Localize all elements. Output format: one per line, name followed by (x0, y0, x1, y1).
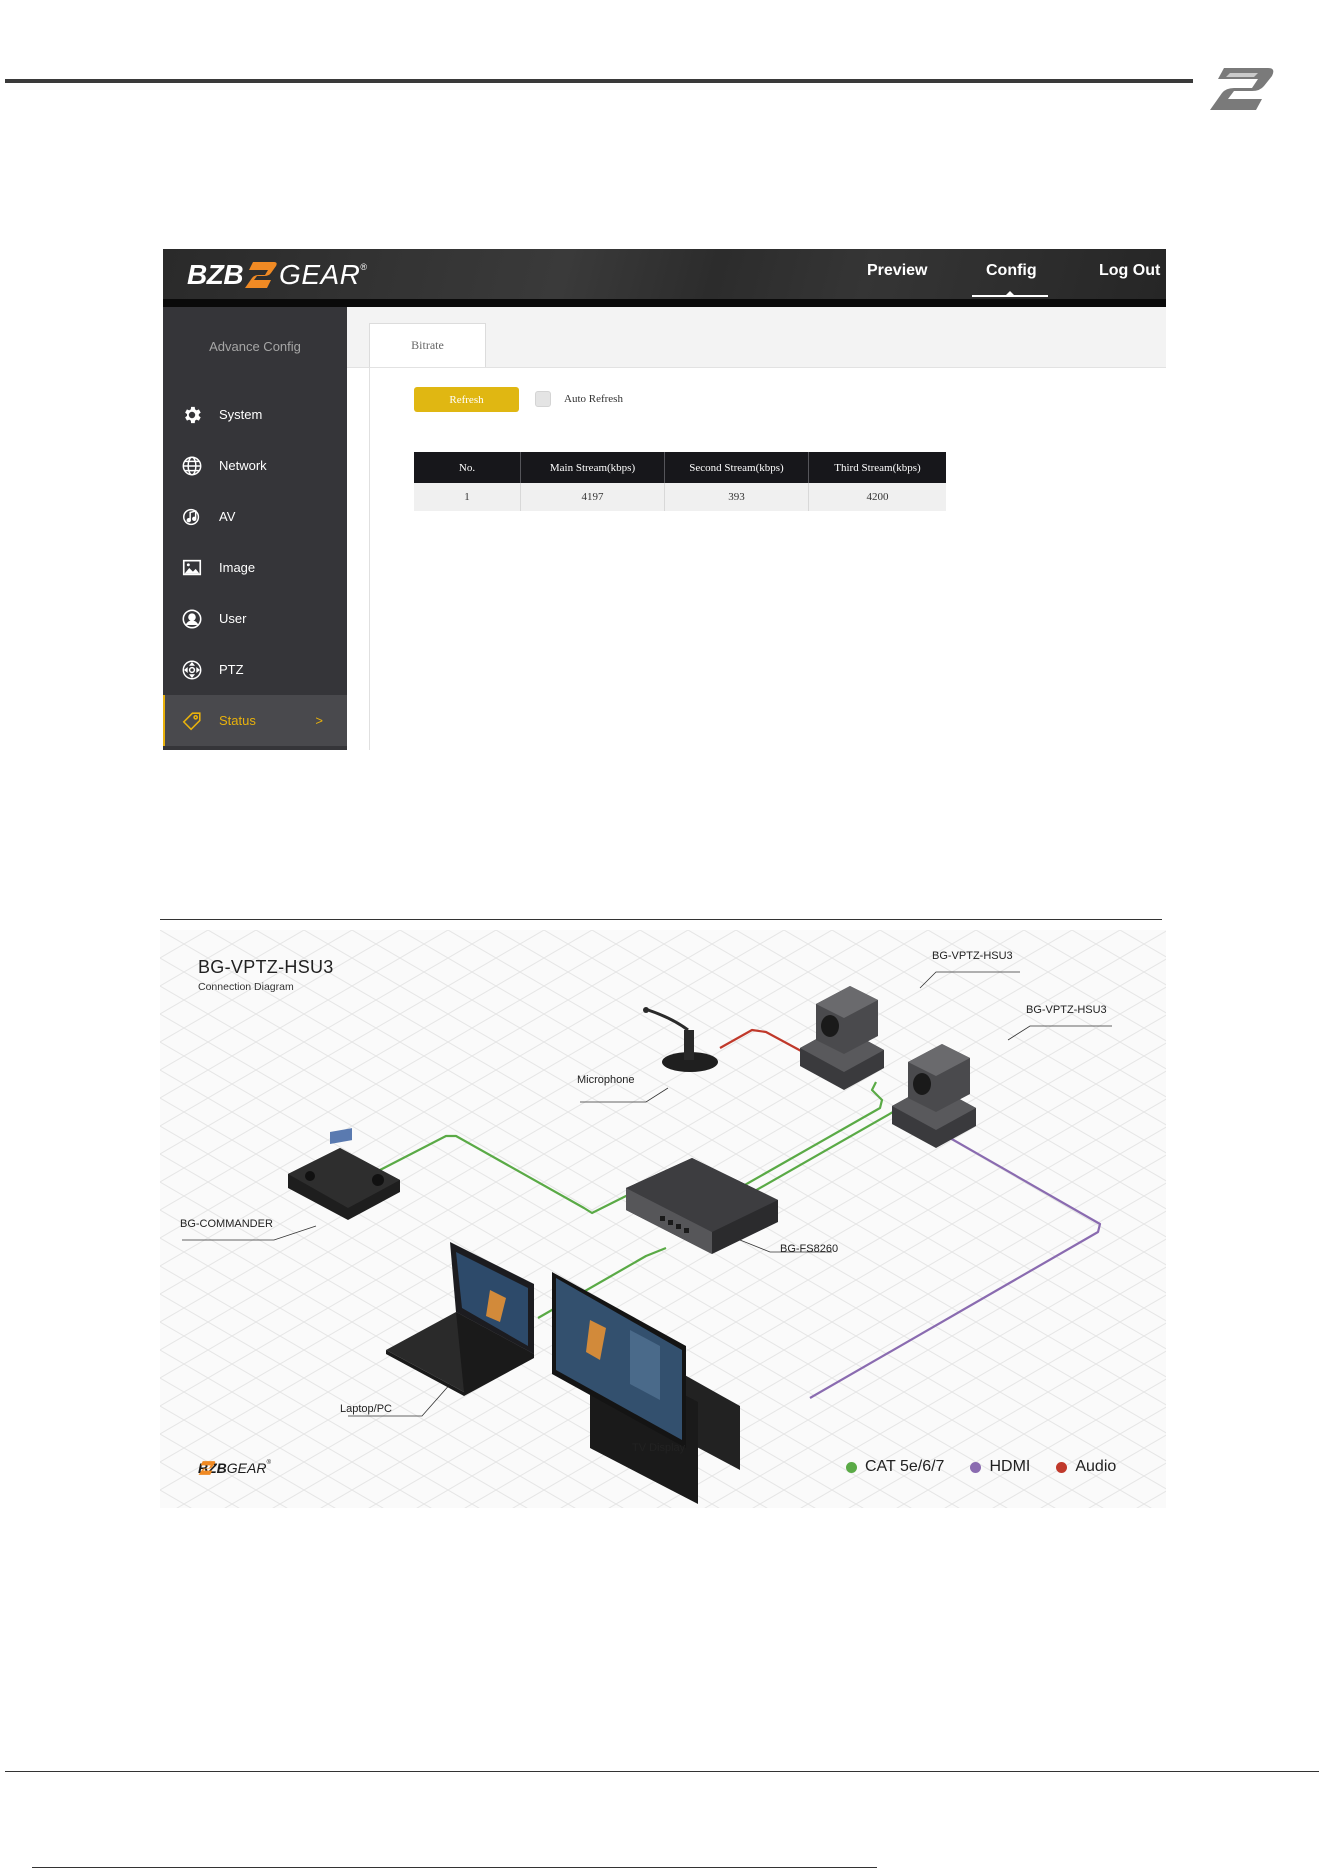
label-laptop: Laptop/PC (340, 1403, 392, 1415)
sidebar-item-label: User (219, 611, 247, 626)
diagram-title: BG-VPTZ-HSU3 (198, 957, 334, 977)
column-header: Second Stream(kbps) (664, 452, 809, 483)
brand-2-glyph-icon (245, 262, 277, 288)
brand-registered: ® (360, 262, 368, 272)
auto-refresh-checkbox[interactable] (535, 391, 551, 407)
sidebar-item-network[interactable]: Network (163, 440, 347, 491)
diagram-illustration (160, 930, 1166, 1508)
brand-mark-logo (1210, 68, 1274, 110)
ptz-icon (179, 657, 205, 683)
sidebar-item-ptz[interactable]: PTZ (163, 644, 347, 695)
column-header: Main Stream(kbps) (520, 452, 665, 483)
bottom-rule (5, 1771, 1319, 1772)
legend-dot-icon (970, 1461, 982, 1473)
network-switch-device (626, 1158, 778, 1254)
sidebar-item-av[interactable]: AV (163, 491, 347, 542)
auto-refresh-label: Auto Refresh (564, 393, 623, 405)
diagram-brand-logo: BZB GEAR ® (198, 1460, 271, 1476)
legend-item-hdmi: HDMI (970, 1458, 1030, 1476)
connection-diagram: BG-VPTZ-HSU3 Connection Diagram BG-VPTZ-… (160, 930, 1166, 1508)
ptz-camera-1-device (800, 986, 884, 1090)
content-divider (369, 367, 370, 750)
gear-icon (179, 402, 205, 428)
cat-cable-commander (379, 1134, 639, 1215)
diagram-subtitle: Connection Diagram (198, 981, 294, 993)
legend-dot-icon (1056, 1461, 1068, 1473)
sidebar-item-label: PTZ (219, 662, 244, 677)
cat-cable-camera1 (735, 1081, 884, 1191)
brand-logo: BZB GEAR ® (187, 258, 367, 292)
sidebar-item-label: Image (219, 560, 256, 575)
app-header (163, 249, 1166, 299)
ptz-camera-2-device (892, 1044, 976, 1148)
sidebar-item-label: Status (219, 713, 256, 728)
table-cell: 4200 (808, 483, 946, 511)
label-camera-2: BG-VPTZ-HSU3 (1026, 1004, 1107, 1016)
tv-display-device (552, 1272, 740, 1504)
leader-line (348, 1381, 453, 1417)
label-commander: BG-COMMANDER (180, 1218, 273, 1230)
label-camera-1: BG-VPTZ-HSU3 (932, 950, 1013, 962)
diagram-top-rule (160, 919, 1162, 920)
label-switch: BG-FS8260 (780, 1243, 839, 1255)
sidebar-item-label: System (219, 407, 263, 422)
legend-dot-icon (846, 1461, 857, 1473)
column-header: Third Stream(kbps) (808, 452, 946, 483)
leader-line (580, 1087, 669, 1103)
table-header-row: No. Main Stream(kbps) Second Stream(kbps… (414, 452, 946, 483)
refresh-button[interactable]: Refresh (414, 387, 519, 412)
brand-2-glyph-icon (198, 1461, 216, 1475)
user-icon (179, 606, 205, 632)
web-ui-screenshot: BZB GEAR ® Preview Config Log Out Advanc… (163, 249, 1166, 750)
label-microphone: Microphone (577, 1074, 635, 1086)
legend-label: HDMI (989, 1458, 1031, 1475)
sidebar-item-image[interactable]: Image (163, 542, 347, 593)
table-cell: 4197 (520, 483, 665, 511)
nav-active-caret-icon (1005, 291, 1015, 296)
diagram-legend: CAT 5e/6/7 HDMI Audio (846, 1458, 1142, 1476)
sidebar-item-label: Network (219, 458, 267, 473)
nav-active-underline (972, 295, 1048, 297)
sidebar: Advance Config System Network AV Image (163, 307, 347, 750)
commander-keyboard-device (288, 1128, 400, 1220)
image-icon (179, 555, 205, 581)
laptop-device (386, 1242, 534, 1396)
footer-rule (32, 1867, 877, 1868)
legend-label: CAT 5e/6/7 (865, 1458, 945, 1475)
table-row: 1 4197 393 4200 (414, 483, 946, 511)
leader-line (182, 1225, 317, 1241)
nav-preview[interactable]: Preview (867, 262, 928, 279)
leader-line (739, 1239, 832, 1253)
sidebar-item-label: AV (219, 509, 236, 524)
brand-prefix: BZB (187, 259, 244, 290)
brand-registered: ® (266, 1460, 271, 1466)
globe-icon (179, 453, 205, 479)
microphone-device (643, 1007, 718, 1072)
legend-item-audio: Audio (1056, 1458, 1116, 1476)
bitrate-table: No. Main Stream(kbps) Second Stream(kbps… (414, 452, 946, 511)
sidebar-section-title: Advance Config (209, 339, 301, 354)
table-cell: 1 (414, 483, 521, 511)
table-cell: 393 (664, 483, 809, 511)
header-bottom-bar (163, 299, 1166, 307)
av-icon (179, 504, 205, 530)
legend-item-cat: CAT 5e/6/7 (846, 1458, 944, 1476)
sidebar-item-system[interactable]: System (163, 389, 347, 440)
leader-line (1007, 1025, 1112, 1041)
column-header: No. (414, 452, 521, 483)
sidebar-item-user[interactable]: User (163, 593, 347, 644)
legend-label: Audio (1075, 1458, 1117, 1475)
nav-config[interactable]: Config (986, 262, 1037, 279)
brand-suffix: GEAR (279, 259, 361, 290)
tab-bitrate[interactable]: Bitrate (369, 323, 486, 367)
chevron-right-icon: > (315, 713, 323, 728)
label-tv-display: TV Display (632, 1442, 686, 1454)
brand-suffix: GEAR (226, 1460, 267, 1476)
main-content: Bitrate Refresh Auto Refresh No. Main St… (347, 307, 1166, 750)
leader-line (919, 971, 1020, 989)
tag-icon (179, 708, 205, 734)
sidebar-item-status[interactable]: Status > (163, 695, 347, 746)
nav-logout[interactable]: Log Out (1099, 262, 1161, 279)
top-rule (5, 79, 1193, 83)
